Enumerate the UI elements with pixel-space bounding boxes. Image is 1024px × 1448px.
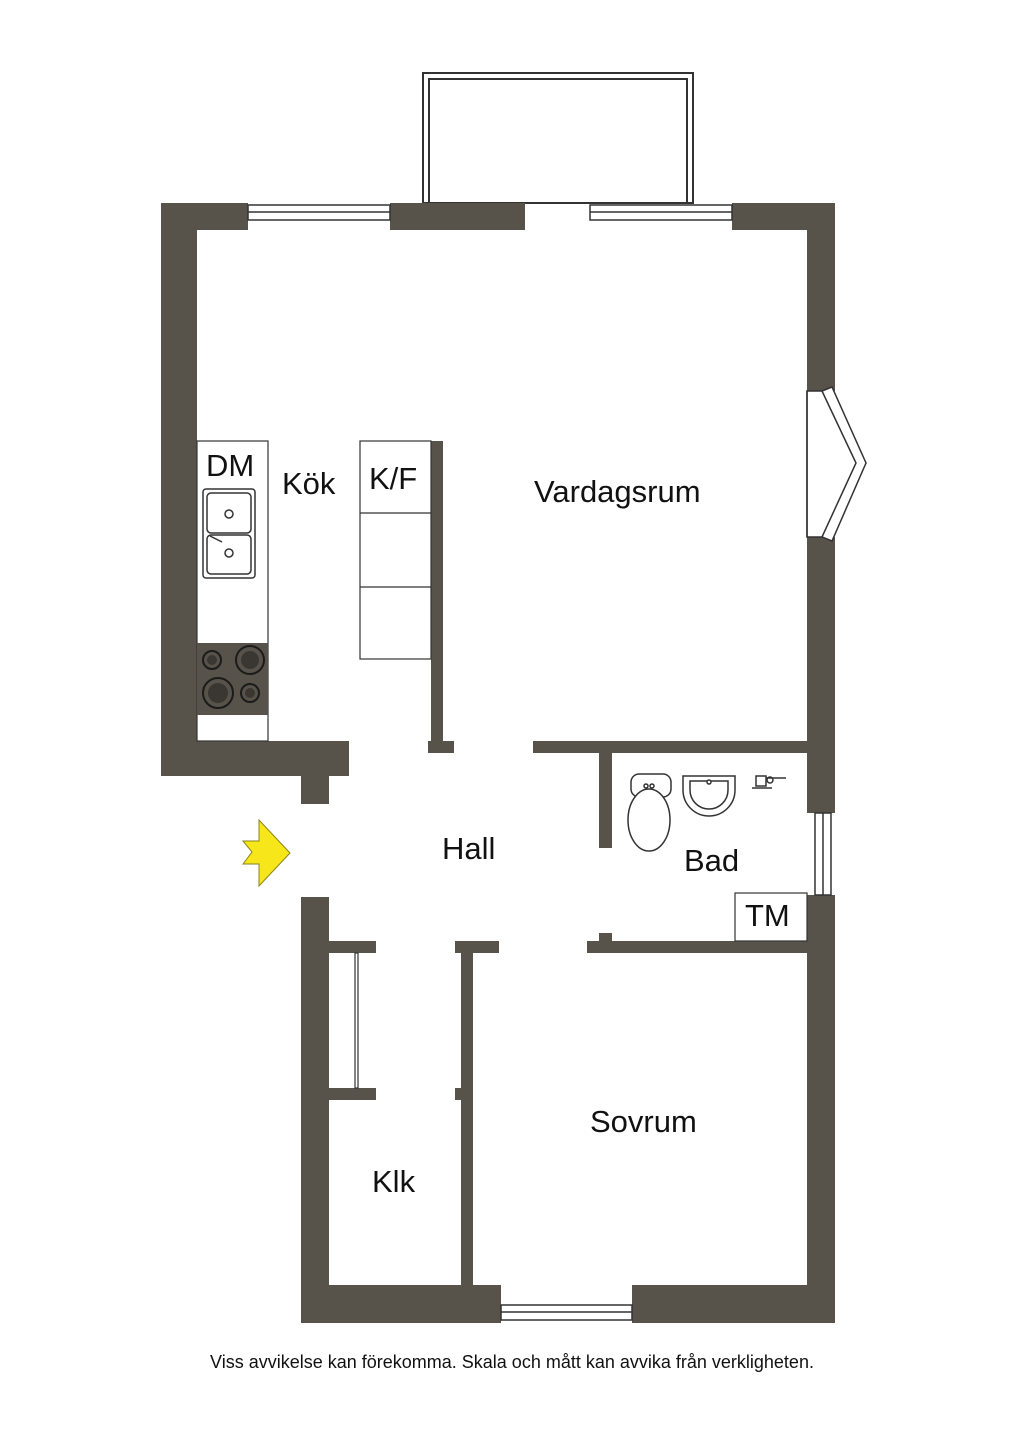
washbasin-icon [682, 775, 736, 817]
room-label-hall: Hall [442, 831, 495, 866]
bay-window [806, 386, 867, 542]
walls [161, 203, 835, 1323]
room-label-sovrum: Sovrum [590, 1104, 697, 1139]
entrance-arrow-icon [241, 818, 291, 888]
room-label-vardagsrum: Vardagsrum [534, 474, 701, 509]
fixture-label-dm: DM [206, 448, 254, 483]
tap-icon [752, 775, 786, 789]
fridge-cabinet [359, 440, 432, 660]
windows [247, 204, 832, 1321]
kitchen-counter [196, 440, 269, 742]
fixture-label-tm: TM [745, 898, 790, 933]
disclaimer-text: Viss avvikelse kan förekomma. Skala och … [210, 1352, 814, 1372]
balcony [422, 72, 694, 204]
stove-icon [197, 643, 268, 715]
sink-icon [202, 488, 256, 579]
fixture-label-kf: K/F [369, 461, 417, 496]
closet-shelf [354, 952, 359, 1089]
toilet-icon [627, 773, 672, 852]
room-label-kok: Kök [282, 466, 336, 501]
washing-machine-box [734, 892, 808, 942]
room-label-klk: Klk [372, 1164, 416, 1199]
room-label-bad: Bad [684, 843, 739, 878]
